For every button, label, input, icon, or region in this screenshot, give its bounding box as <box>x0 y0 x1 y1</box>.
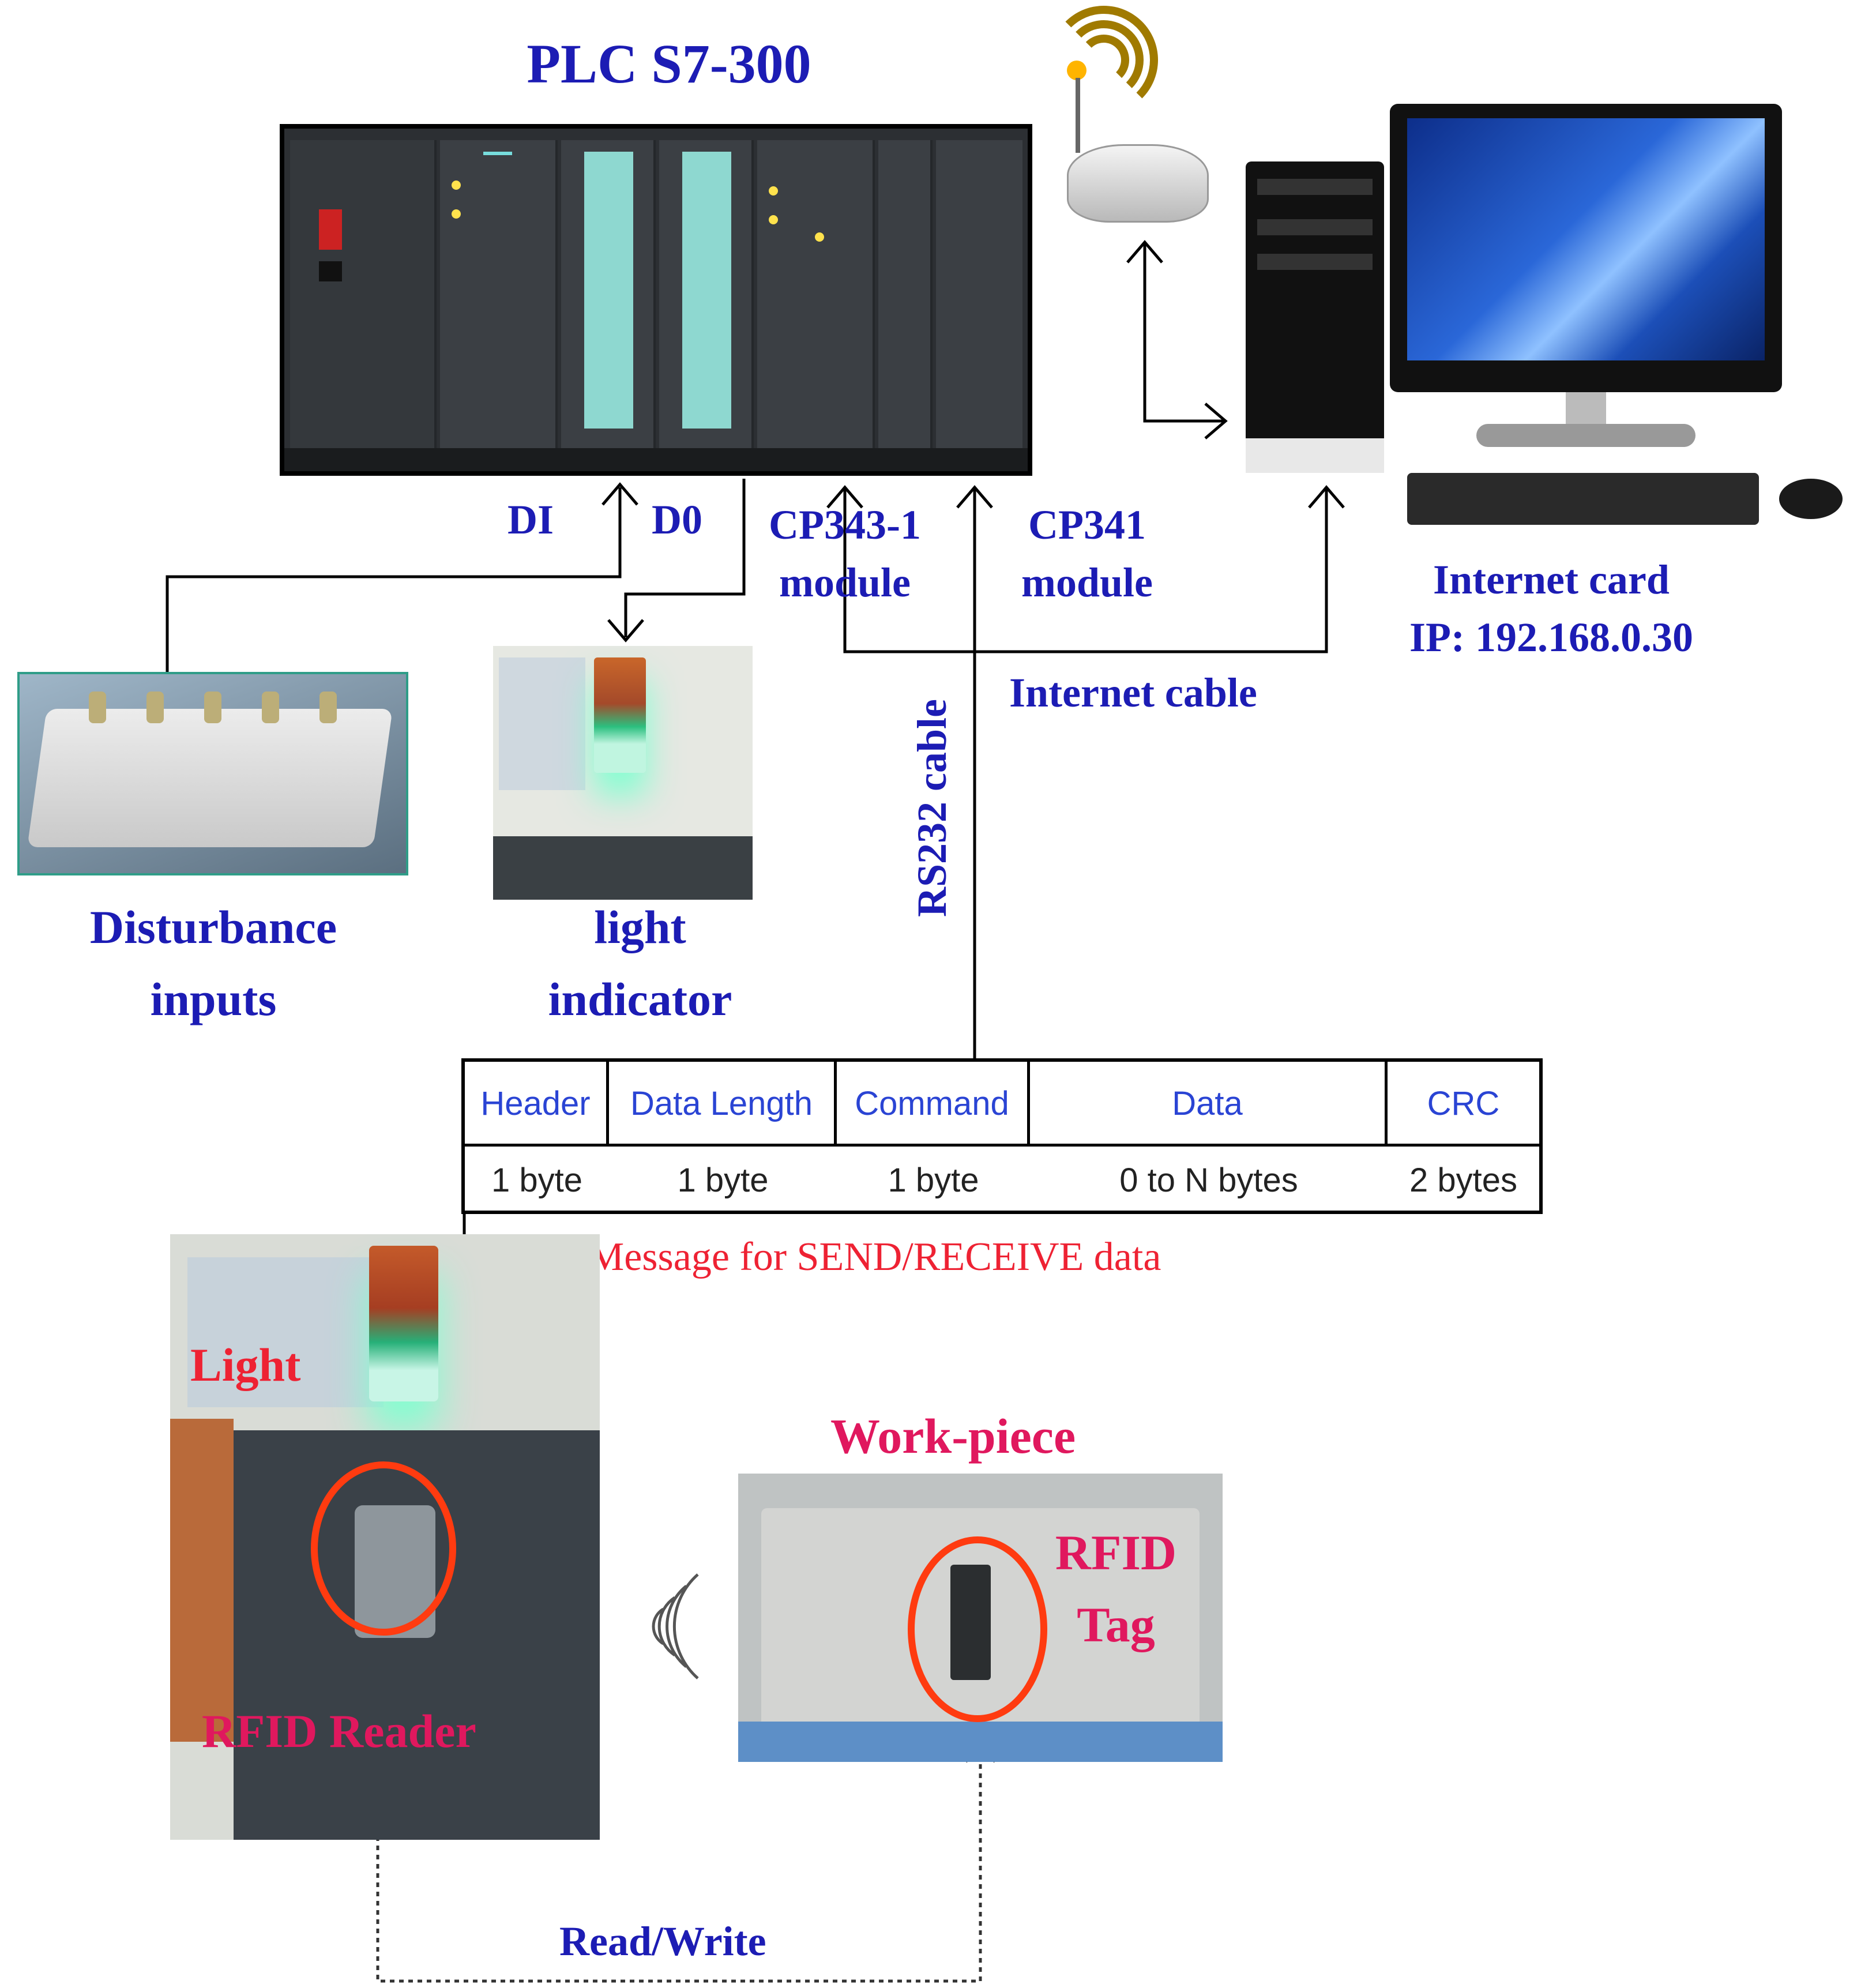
di-line <box>166 487 622 675</box>
internet-card-line2: IP: 192.168.0.30 <box>1409 614 1693 660</box>
cp343-label-line2: module <box>779 559 911 606</box>
message-format-table: Header Data Length Command Data CRC 1 by… <box>461 1058 1543 1214</box>
monitor-screen <box>1407 118 1765 360</box>
rfid-reader-label: RFID Reader <box>202 1705 476 1757</box>
keyboard <box>1407 473 1759 525</box>
rfid-tag-line2: Tag <box>1077 1597 1155 1652</box>
field-data-length: Data Length <box>609 1062 837 1145</box>
wifi-signal-icon <box>1050 6 1171 127</box>
internet-cable-label: Internet cable <box>1009 670 1257 716</box>
internet-card-label: Internet card IP: 192.168.0.30 <box>1349 551 1753 666</box>
size-crc: 2 bytes <box>1409 1161 1517 1199</box>
work-piece-label: Work-piece <box>830 1408 1076 1464</box>
disturbance-inputs-label: Disturbance inputs <box>35 891 392 1035</box>
disturbance-label-line1: Disturbance <box>89 901 337 953</box>
light-indicator-label: light indicator <box>507 891 773 1035</box>
rfid-tag-highlight <box>908 1536 1047 1722</box>
radio-waves-icon <box>652 1573 699 1679</box>
rfid-reader-image <box>170 1234 600 1840</box>
di-label: DI <box>507 497 554 543</box>
light-indicator-line1: light <box>594 901 686 953</box>
router-line <box>1143 242 1225 423</box>
size-data-length: 1 byte <box>677 1161 769 1199</box>
pc-tower <box>1246 161 1384 461</box>
disturbance-label-line2: inputs <box>150 973 277 1025</box>
disturbance-inputs-image <box>17 672 408 875</box>
message-caption: Message for SEND/RECEIVE data <box>588 1235 1161 1279</box>
light-indicator-line2: indicator <box>548 973 732 1025</box>
size-data: 0 to N bytes <box>1119 1161 1298 1199</box>
wifi-router <box>1050 6 1211 236</box>
cp343-label-line1: CP343-1 <box>769 502 921 548</box>
field-data: Data <box>1030 1062 1388 1145</box>
reader-light-label: Light <box>190 1339 301 1391</box>
rfid-tag-label: RFID Tag <box>1038 1517 1194 1661</box>
field-crc: CRC <box>1427 1085 1500 1122</box>
rs232-cable-label: RS232 cable <box>909 699 955 917</box>
internet-card-line1: Internet card <box>1433 557 1670 603</box>
rfid-tag-line1: RFID <box>1055 1525 1177 1580</box>
cp343-label: CP343-1 module <box>750 496 940 611</box>
cp341-label-line1: CP341 <box>1028 502 1146 548</box>
read-write-label: Read/Write <box>559 1918 766 1964</box>
do-label: D0 <box>652 497 702 543</box>
size-command: 1 byte <box>888 1161 979 1199</box>
internet-cable-line <box>843 487 1328 653</box>
plc-title: PLC S7-300 <box>527 33 811 95</box>
plc-image <box>280 124 1032 476</box>
light-indicator-image <box>493 646 753 900</box>
field-header: Header <box>465 1062 609 1145</box>
computer <box>1240 104 1851 531</box>
work-piece-image <box>738 1474 1223 1762</box>
rfid-reader-highlight <box>311 1461 456 1636</box>
field-command: Command <box>837 1062 1030 1145</box>
cp341-label: CP341 module <box>1003 496 1171 611</box>
mouse <box>1779 479 1843 519</box>
do-line <box>624 479 746 637</box>
size-header: 1 byte <box>491 1161 582 1199</box>
cp341-label-line2: module <box>1021 559 1153 606</box>
